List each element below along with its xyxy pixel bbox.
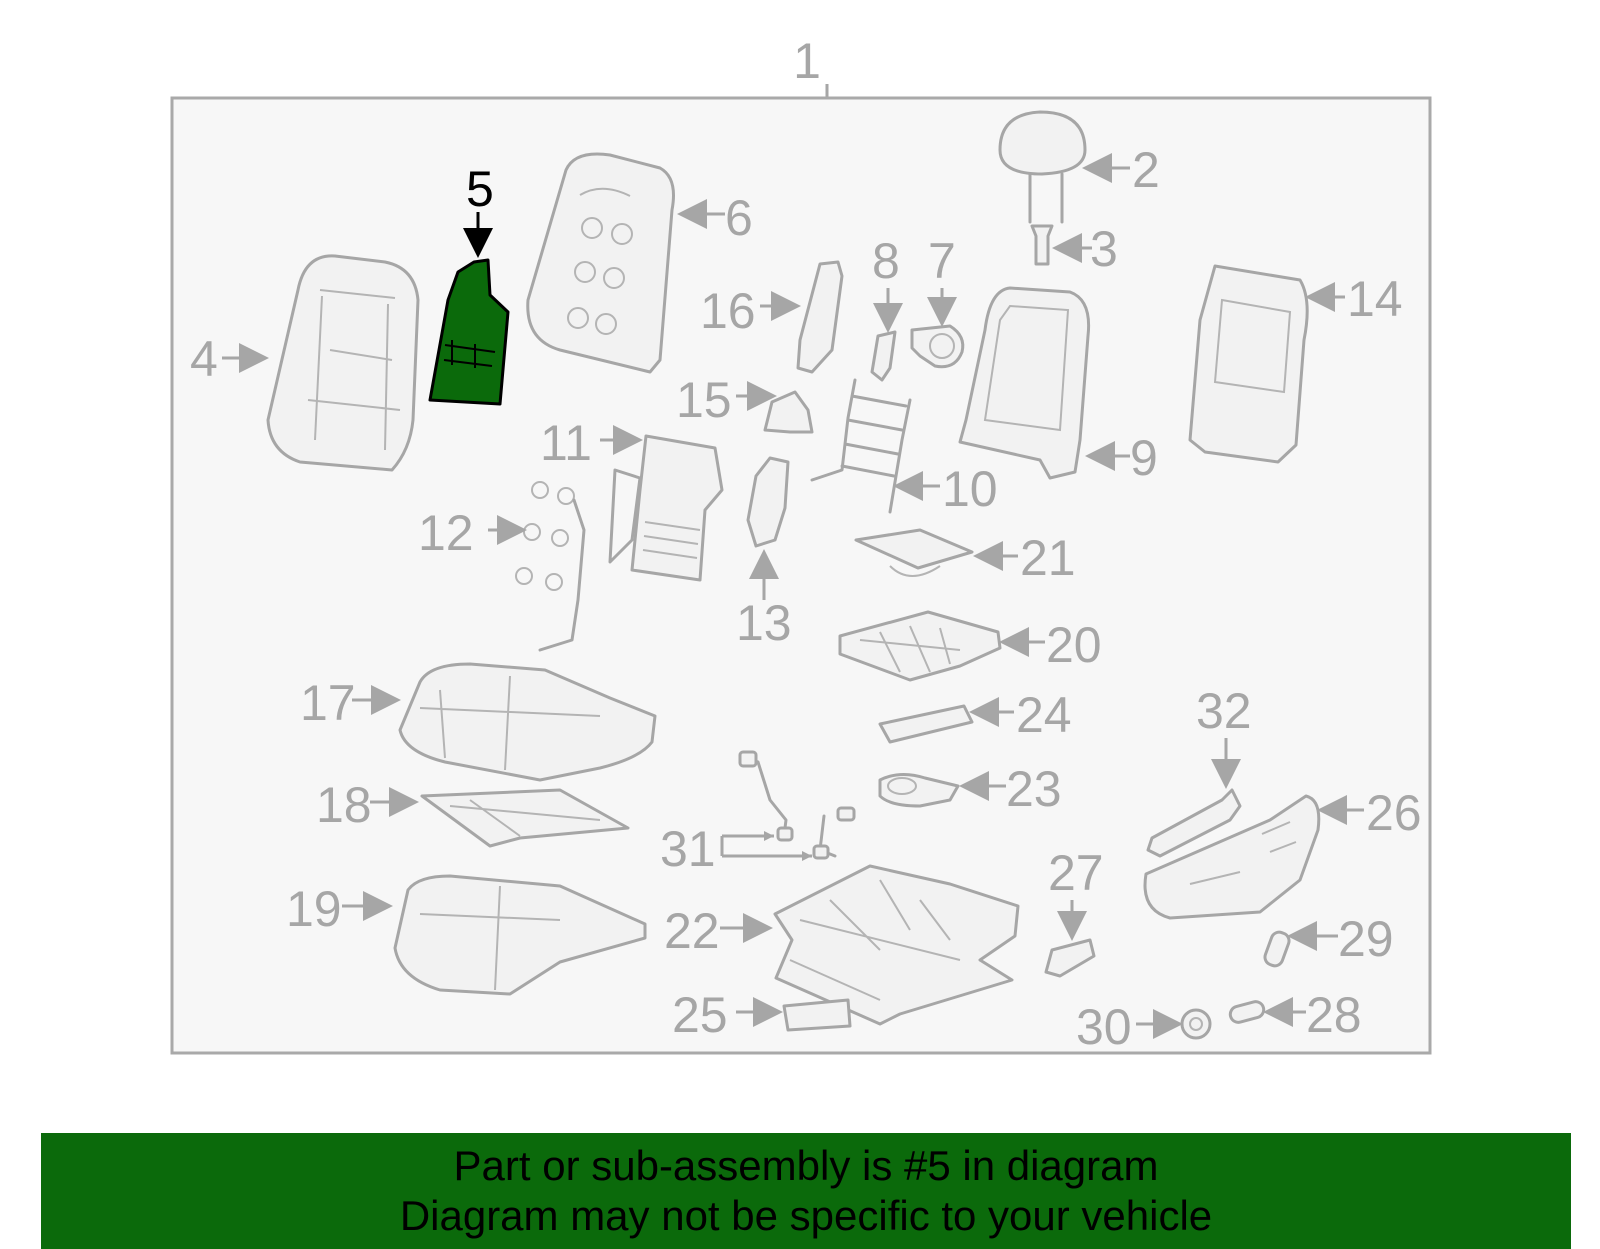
callout-27: 27 — [1048, 845, 1104, 901]
banner-line-1: Part or sub-assembly is #5 in diagram — [453, 1142, 1159, 1189]
part-19-cushion-pad — [393, 874, 647, 996]
part-10-spring — [810, 378, 912, 514]
callout-26: 26 — [1366, 785, 1422, 841]
callout-2: 2 — [1132, 142, 1160, 198]
callout-30: 30 — [1076, 999, 1132, 1055]
callout-21: 21 — [1020, 530, 1076, 586]
part-17-cushion-cover — [398, 662, 657, 782]
part-21-lumbar — [854, 528, 974, 577]
callout-11: 11 — [540, 415, 592, 471]
part-6-seatback-pad — [526, 152, 675, 374]
callout-12: 12 — [418, 505, 474, 561]
part-4-seatback-cover — [266, 254, 420, 472]
callout-13: 13 — [736, 595, 792, 651]
part-22-seat-track — [773, 864, 1020, 1026]
part-13-side-cover — [746, 456, 790, 548]
part-9-seatback-frame — [958, 286, 1091, 480]
callout-24: 24 — [1016, 687, 1072, 743]
part-2-headrest — [998, 110, 1087, 224]
part-20-cushion-pan — [838, 610, 1002, 682]
part-7-motor — [910, 324, 965, 369]
part-30-knob — [1180, 1008, 1212, 1040]
part-27-switch — [1044, 938, 1096, 978]
part-29-knob — [1263, 930, 1291, 968]
callout-25: 25 — [672, 987, 728, 1043]
callout-18: 18 — [316, 777, 372, 833]
info-banner: Part or sub-assembly is #5 in diagram Di… — [41, 1133, 1571, 1249]
callout-29: 29 — [1338, 911, 1394, 967]
part-31-harness — [738, 750, 856, 860]
part-5-highlighted — [428, 258, 510, 406]
banner-line-2: Diagram may not be specific to your vehi… — [399, 1192, 1213, 1239]
part-16-trim — [796, 260, 844, 374]
part-32-trim — [1146, 788, 1242, 858]
part-25-module — [782, 998, 852, 1032]
callout-3: 3 — [1090, 221, 1118, 277]
callout-28: 28 — [1306, 987, 1362, 1043]
callout-9: 9 — [1130, 430, 1158, 486]
callout-4: 4 — [190, 331, 218, 387]
callout-16: 16 — [700, 283, 756, 339]
callout-6: 6 — [725, 190, 753, 246]
callout-17: 17 — [300, 675, 356, 731]
part-14-back-panel — [1188, 264, 1309, 464]
part-12-sensor-harness — [515, 481, 586, 652]
callout-14: 14 — [1347, 271, 1403, 327]
callout-23: 23 — [1006, 761, 1062, 817]
callout-32: 32 — [1196, 683, 1252, 739]
callout-8: 8 — [872, 233, 900, 289]
callout-7: 7 — [928, 233, 956, 289]
part-26-side-shield — [1143, 794, 1321, 920]
callout-31: 31 — [660, 821, 716, 877]
callout-22: 22 — [664, 903, 720, 959]
callout-20: 20 — [1046, 617, 1102, 673]
callout-1: 1 — [793, 33, 821, 89]
part-18-heater-mat — [420, 788, 630, 848]
callout-10: 10 — [942, 461, 998, 517]
callout-15: 15 — [676, 372, 732, 428]
callout-5: 5 — [466, 161, 494, 217]
part-3-guide — [1030, 224, 1054, 266]
part-11-seatback-heater — [608, 434, 724, 582]
callout-19: 19 — [286, 881, 342, 937]
part-23-knob — [878, 773, 960, 808]
